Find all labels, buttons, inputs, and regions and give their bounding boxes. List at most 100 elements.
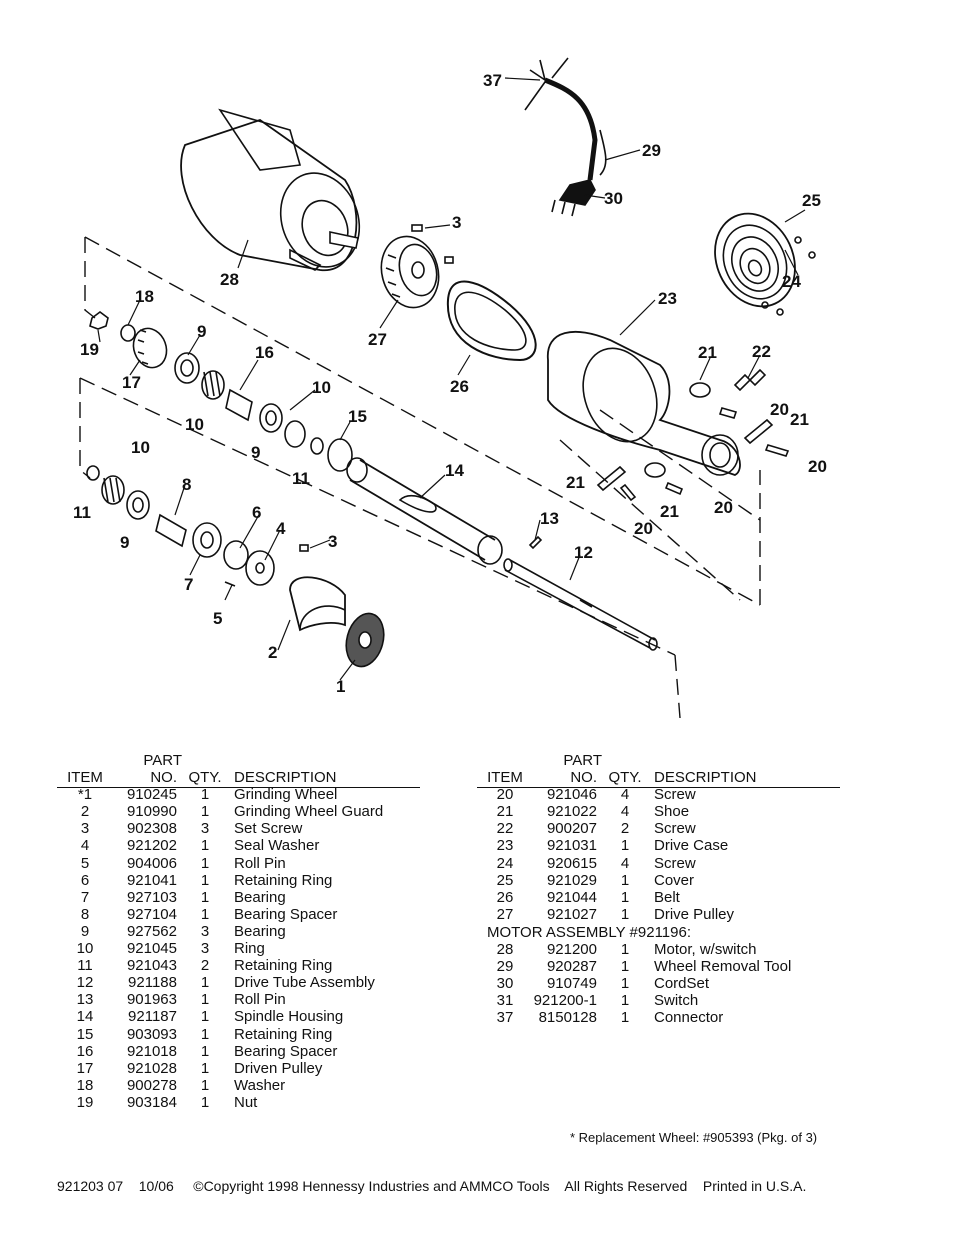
cell-part-number: 921200: [546, 941, 597, 959]
callout-14: 14: [445, 461, 464, 480]
callout-20-left: 20: [634, 519, 653, 538]
cell-part-number: 901963: [126, 991, 177, 1009]
cell-part-number: 900278: [126, 1076, 177, 1094]
cell-part-number: 921200-1: [533, 992, 597, 1010]
cell-part-number: 904006: [126, 854, 177, 872]
cell-description: Driven Pulley: [234, 1059, 323, 1077]
callout-1: 1: [336, 677, 345, 696]
cell-item: 3: [80, 820, 90, 838]
col-header-item: ITEM: [487, 769, 523, 787]
table-header-rule: [477, 787, 840, 788]
col-header-part: NO.: [570, 769, 597, 787]
cell-qty: 1: [200, 1042, 210, 1060]
cell-qty: 1: [620, 888, 630, 906]
footer-printed: Printed in U.S.A.: [702, 1178, 807, 1194]
cell-part-number: 927562: [126, 922, 177, 940]
cell-item: 30: [496, 975, 514, 993]
callout-19: 19: [80, 340, 99, 359]
cell-qty: 1: [200, 1025, 210, 1043]
drive-case-part: [547, 331, 741, 476]
cell-description: Cover: [654, 871, 695, 889]
cell-item: 22: [496, 820, 514, 838]
col-header-part-top: PART: [563, 752, 602, 769]
cell-description: Grinding Wheel: [234, 786, 338, 804]
cell-qty: 1: [620, 941, 630, 959]
cell-part-number: 903093: [126, 1025, 177, 1043]
cell-qty: 1: [200, 1093, 210, 1111]
cell-qty: 3: [200, 820, 210, 838]
cell-item: 13: [76, 991, 94, 1009]
cell-qty: 3: [200, 922, 210, 940]
cell-description: Bearing: [234, 922, 286, 940]
cell-description: Belt: [654, 888, 680, 906]
col-header-part-top: PART: [143, 752, 182, 769]
cell-description: Connector: [654, 1009, 724, 1027]
cell-part-number: 910749: [546, 975, 597, 993]
cell-description: Retaining Ring: [234, 957, 333, 975]
table-row: 17 921028 1 Driven Pulley: [57, 1060, 422, 1077]
cell-description: Wheel Removal Tool: [654, 958, 792, 976]
cell-description: Roll Pin: [234, 991, 286, 1009]
exploded-parts-diagram: 37 29 30 25 3 24 28 27 26 23 18 19 17 9 …: [73, 57, 827, 719]
cell-qty: 1: [200, 991, 210, 1009]
cordset-part: [524, 57, 607, 217]
callout-23: 23: [658, 289, 677, 308]
cell-description: Set Screw: [234, 820, 303, 838]
callout-9-left: 9: [120, 533, 129, 552]
callout-17: 17: [122, 373, 141, 392]
col-header-desc: DESCRIPTION: [654, 769, 757, 787]
callout-15: 15: [348, 407, 367, 426]
cell-qty: 1: [200, 854, 210, 872]
callout-7: 7: [184, 575, 193, 594]
motor-assembly-title: MOTOR ASSEMBLY #921196:: [487, 923, 691, 941]
cell-description: Drive Tube Assembly: [234, 974, 375, 992]
motor-part: [180, 108, 361, 271]
belt-part: [446, 280, 537, 362]
cell-part-number: 921045: [126, 940, 177, 958]
cell-description: Washer: [234, 1076, 286, 1094]
cell-description: Nut: [234, 1093, 258, 1111]
cell-qty: 1: [620, 958, 630, 976]
footer-rights: All Rights Reserved: [564, 1178, 688, 1194]
col-header-item: ITEM: [67, 769, 103, 787]
cell-item: 7: [80, 888, 90, 906]
cell-qty: 4: [620, 854, 630, 872]
callout-26: 26: [450, 377, 469, 396]
cell-qty: 1: [200, 1059, 210, 1077]
cell-part-number: 920615: [546, 854, 597, 872]
callout-2: 2: [268, 643, 277, 662]
cell-description: Shoe: [654, 803, 690, 821]
cell-part-number: 921043: [126, 957, 177, 975]
table-header-row-top: PART: [477, 752, 842, 769]
cover-part: [714, 212, 816, 316]
footer-date: 10/06: [138, 1178, 174, 1194]
callout-12: 12: [574, 543, 593, 562]
cell-description: Retaining Ring: [234, 1025, 333, 1043]
cell-part-number: 921028: [126, 1059, 177, 1077]
cell-part-number: 921188: [128, 974, 177, 992]
callout-27: 27: [368, 330, 387, 349]
callout-20-a: 20: [770, 400, 789, 419]
cell-item: 17: [76, 1059, 94, 1077]
cell-qty: 1: [200, 803, 210, 821]
cell-description: Grinding Wheel Guard: [234, 803, 384, 821]
callout-25: 25: [802, 191, 821, 210]
cell-item: 9: [80, 922, 90, 940]
